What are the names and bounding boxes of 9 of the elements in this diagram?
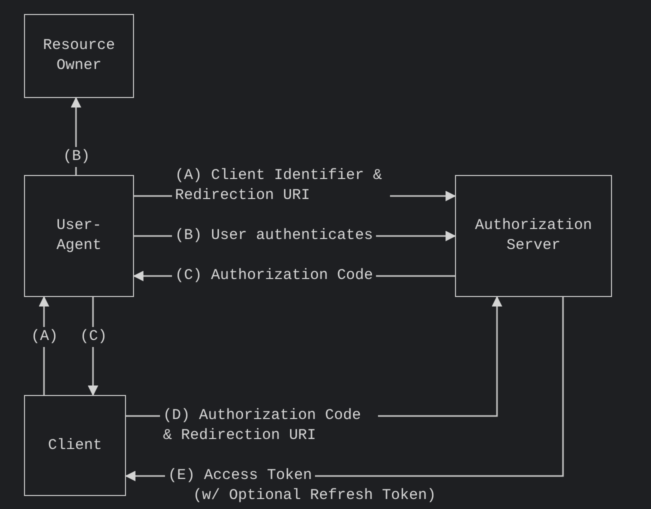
node-label: Authorization Server xyxy=(474,216,594,256)
node-label: Client xyxy=(48,436,102,456)
node-label: Resource Owner xyxy=(42,36,116,76)
entity-box xyxy=(24,175,134,297)
node-label: User-Agent xyxy=(55,216,102,256)
note-text: (w/ Optional Refresh Token) xyxy=(192,486,438,506)
entity-box xyxy=(24,14,134,98)
entity-box xyxy=(24,395,126,496)
entity-box xyxy=(455,175,612,297)
